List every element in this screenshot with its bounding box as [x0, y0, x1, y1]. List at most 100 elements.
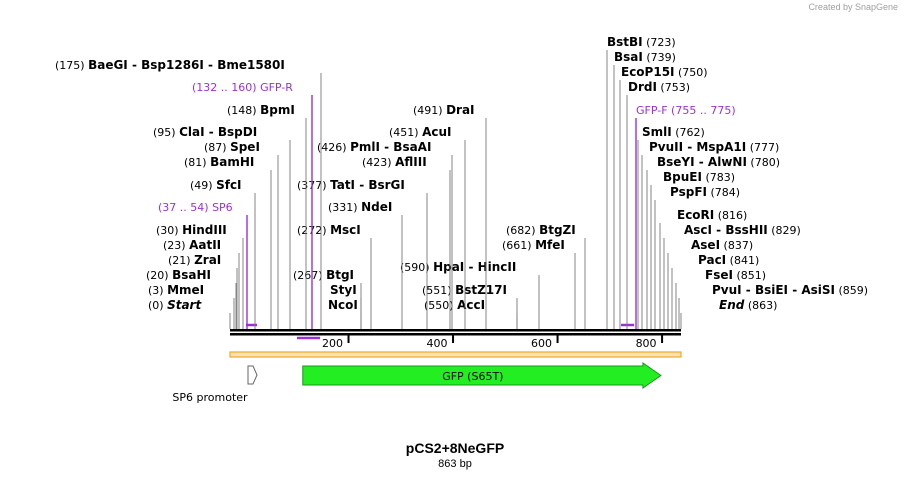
site-position: (859) — [835, 284, 868, 297]
feature-label-gfp: GFP (S65T) — [442, 370, 503, 383]
site-position: (750) — [675, 66, 708, 79]
site-names: PacI — [698, 253, 726, 267]
site-label-nde: (331) NdeI — [328, 200, 392, 214]
site-position: (30) — [156, 224, 182, 237]
site-position: (491) — [413, 104, 446, 117]
site-label-pspf: PspFI (784) — [670, 185, 740, 199]
site-names: BpmI — [260, 103, 295, 117]
site-label-bam: (81) BamHI — [184, 155, 254, 169]
site-names: ZraI — [194, 253, 221, 267]
site-names: PmlI - BsaAI — [350, 140, 431, 154]
site-label-bstb: BstBI (723) — [607, 35, 676, 49]
site-position: (780) — [747, 156, 780, 169]
site-label-bsa: (20) BsaHI — [146, 268, 211, 282]
site-position: (426) — [317, 141, 350, 154]
site-names: Start — [167, 298, 202, 312]
site-position: (87) — [204, 141, 230, 154]
site-position: (551) — [422, 284, 455, 297]
site-names: TatI - BsrGI — [330, 178, 405, 192]
site-names: MmeI — [167, 283, 204, 297]
site-names: BsaI — [614, 50, 643, 64]
site-names: EcoP15I — [621, 65, 675, 79]
site-label-pvu1: PvuI - BsiEI - AsiSI (859) — [712, 283, 868, 297]
backbone-top-strand — [230, 329, 681, 332]
site-position: (762) — [672, 126, 705, 139]
site-position: (753) — [657, 81, 690, 94]
site-position: (661) — [502, 239, 535, 252]
site-label-ecor: EcoRI (816) — [677, 208, 747, 222]
backbone-bottom-strand — [230, 333, 681, 336]
site-names: HindIII — [182, 223, 227, 237]
site-position: (816) — [714, 209, 747, 222]
site-label-bstz: (551) BstZ17I — [422, 283, 507, 297]
site-label-mfe: (661) MfeI — [502, 238, 565, 252]
site-label-sty: StyI — [330, 283, 357, 297]
site-label-bae: (175) BaeGI - Bsp1286I - Bme1580I — [55, 58, 285, 72]
site-names: SP6 — [212, 201, 233, 214]
site-position: (0) — [148, 299, 167, 312]
site-names: BsaHI — [172, 268, 211, 282]
site-label-end: End (863) — [719, 298, 777, 312]
site-label-bpm: (148) BpmI — [227, 103, 295, 117]
site-label-pvu2: PvuII - MspA1I (777) — [649, 140, 779, 154]
scale-tick-label: 200 — [322, 337, 343, 350]
site-label-ase: AseI (837) — [691, 238, 753, 252]
site-label-hpa: (590) HpaI - HincII — [400, 260, 516, 274]
scale-tick-label: 600 — [531, 337, 552, 350]
site-label-pac: PacI (841) — [698, 253, 759, 267]
site-position: (21) — [168, 254, 194, 267]
site-position: (723) — [643, 36, 676, 49]
site-label-bsai: BsaI (739) — [614, 50, 676, 64]
site-label-bsey: BseYI - AlwNI (780) — [657, 155, 780, 169]
site-label-cla: (95) ClaI - BspDI — [153, 125, 257, 139]
site-label-eco15: EcoP15I (750) — [621, 65, 708, 79]
site-names: NcoI — [328, 298, 358, 312]
site-label-acc: (550) AccI — [424, 298, 485, 312]
scale-tick-label: 800 — [636, 337, 657, 350]
site-label-spe: (87) SpeI — [204, 140, 260, 154]
site-position: (377) — [297, 179, 330, 192]
site-names: SmlI — [642, 125, 672, 139]
site-position: (95) — [153, 126, 179, 139]
site-label-btgz: (682) BtgZI — [506, 223, 576, 237]
site-names: FseI — [705, 268, 733, 282]
site-label-asc: AscI - BssHII (829) — [684, 223, 801, 237]
site-position: (784) — [707, 186, 740, 199]
site-names: DrdI — [628, 80, 657, 94]
site-position: (272) — [297, 224, 330, 237]
site-label-sp6: (37 .. 54) SP6 — [158, 201, 233, 214]
site-position: (739) — [643, 51, 676, 64]
feature-arrow-gfp — [302, 362, 662, 389]
site-names: PvuI - BsiEI - AsiSI — [712, 283, 835, 297]
site-label-zra: (21) ZraI — [168, 253, 221, 267]
site-position: (783) — [702, 171, 735, 184]
site-label-acu: (451) AcuI — [389, 125, 452, 139]
site-label-sfc: (49) SfcI — [190, 178, 242, 192]
site-label-tat: (377) TatI - BsrGI — [297, 178, 405, 192]
plasmid-name: pCS2+8NeGFP — [405, 440, 505, 456]
site-position: (49) — [190, 179, 216, 192]
site-names: SpeI — [230, 140, 260, 154]
site-labels: (175) BaeGI - Bsp1286I - Bme1580I (132 ..… — [55, 35, 868, 312]
site-names: MscI — [330, 223, 361, 237]
site-position: (777) — [746, 141, 779, 154]
site-names: EcoRI — [677, 208, 714, 222]
site-names: AcuI — [422, 125, 451, 139]
site-names: AscI - BssHII — [684, 223, 768, 237]
site-label-bpue: BpuEI (783) — [663, 170, 735, 184]
site-names: SfcI — [216, 178, 241, 192]
site-label-pml: (426) PmlI - BsaAI — [317, 140, 431, 154]
site-names: BseYI - AlwNI — [657, 155, 747, 169]
site-label-dra: (491) DraI — [413, 103, 475, 117]
site-position: (267) — [293, 269, 326, 282]
site-position: (175) — [55, 59, 88, 72]
site-position: (132 .. 160) — [192, 81, 260, 94]
site-position: (331) — [328, 201, 361, 214]
site-names: MfeI — [535, 238, 565, 252]
feature-label-sp6-promoter: SP6 promoter — [172, 391, 248, 404]
site-names: AatII — [189, 238, 221, 252]
site-label-fse: FseI (851) — [705, 268, 766, 282]
site-position: (682) — [506, 224, 539, 237]
site-names: BstBI — [607, 35, 643, 49]
